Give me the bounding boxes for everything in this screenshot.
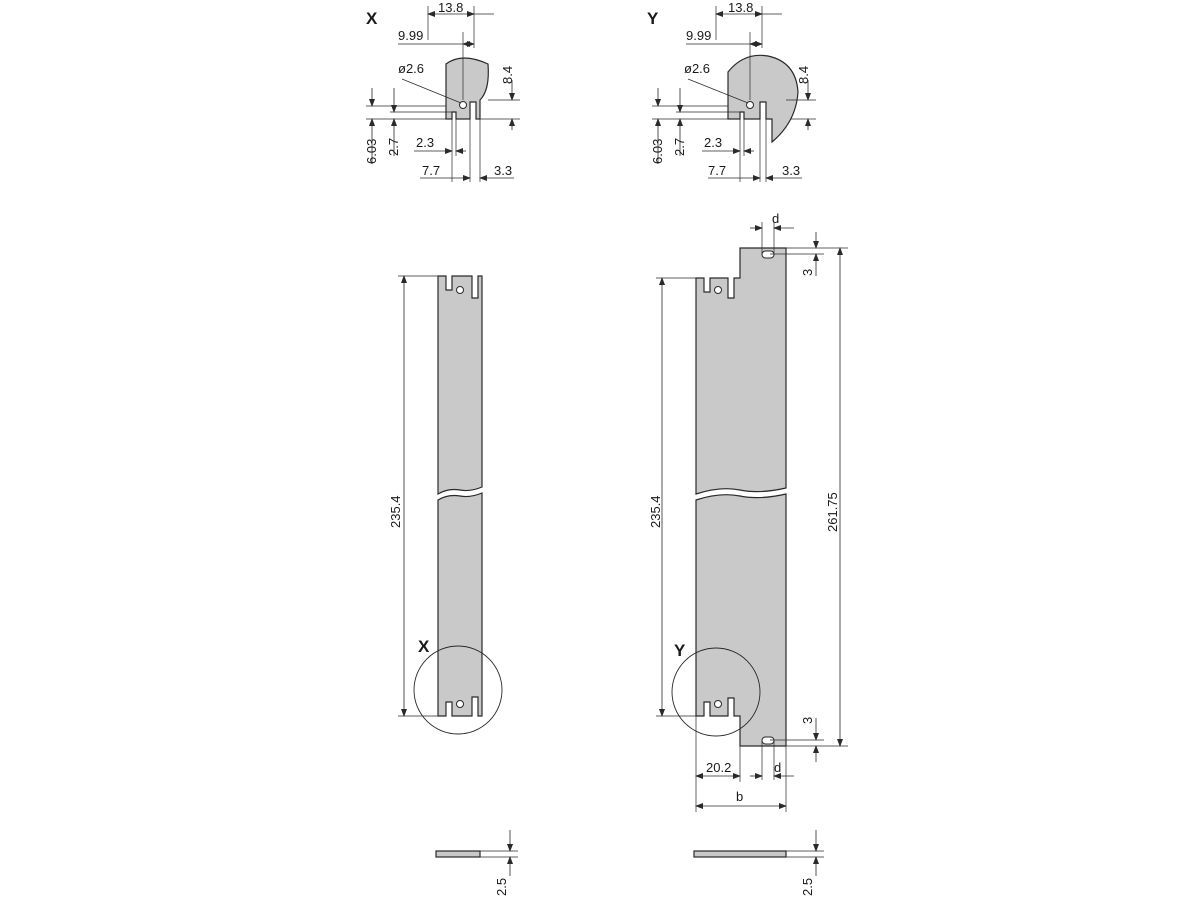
dim-y-width-overall: 13.8: [728, 0, 753, 15]
rail-left-top-hole: [456, 286, 464, 294]
detail-circle-x: [413, 645, 503, 735]
dim-rail-left-thickness: 2.5: [494, 878, 509, 896]
detail-x-hole: [459, 101, 467, 109]
dim-slot-depth-a: 6.03: [364, 139, 379, 164]
detail-circle-y: [671, 647, 761, 737]
rail-left-upper: [437, 275, 483, 496]
dim-width-overall: 13.8: [438, 0, 463, 15]
dim-slot-to-edge: 3.3: [494, 163, 512, 178]
detail-y-profile: [727, 54, 799, 144]
dim-y-slot-to-edge: 3.3: [782, 163, 800, 178]
dim-hole-diameter: ø2.6: [398, 61, 424, 76]
rail-right-top-hole: [714, 286, 722, 294]
detail-x-profile: [445, 57, 489, 120]
dim-rail-left-length: 235.4: [388, 495, 403, 528]
dim-rail-right-inner-length: 235.4: [648, 495, 663, 528]
detail-marker-x: X: [418, 637, 430, 656]
dim-left-width: 20.2: [706, 760, 731, 775]
dim-bottom-tab-offset: 3: [800, 717, 815, 724]
dim-y-offset-hole: 9.99: [686, 28, 711, 43]
dim-total-width: b: [736, 789, 743, 804]
rail-right-upper: [695, 247, 787, 495]
rail-left: 235.4 X 2.5: [388, 275, 518, 896]
dim-y-slot-depth-a: 6.03: [650, 139, 665, 164]
rail-right-bottom-hole: [714, 700, 722, 708]
dim-y-slot-width: 2.3: [704, 135, 722, 150]
dim-offset-hole: 9.99: [398, 28, 423, 43]
rail-left-lower: [437, 492, 483, 717]
dim-slot-depth-b: 2.7: [386, 138, 401, 156]
dim-slot-width: 2.3: [416, 135, 434, 150]
detail-y-hole: [746, 101, 754, 109]
dim-y-edge-to-slot: 7.7: [708, 163, 726, 178]
leader-line: [401, 78, 462, 104]
rail-left-thickness-view: [435, 850, 481, 858]
dim-top-slot-width: d: [772, 211, 779, 226]
detail-y-label: Y: [647, 9, 659, 28]
rail-right-thickness-view: [693, 850, 787, 858]
dim-y-slot-depth-b: 2.7: [672, 138, 687, 156]
dim-rail-right-thickness: 2.5: [800, 878, 815, 896]
dim-y-height-round: 8.4: [796, 66, 811, 84]
dim-y-hole-diameter: ø2.6: [684, 61, 710, 76]
rail-right-lower: [695, 493, 787, 747]
dim-height-round: 8.4: [500, 66, 515, 84]
rail-right: 235.4 261.75 d 3 3 d 20.2 b: [648, 211, 848, 896]
detail-marker-y: Y: [674, 641, 686, 660]
rail-right-bottom-slot: [761, 736, 775, 745]
dim-edge-to-slot: 7.7: [422, 163, 440, 178]
rail-right-top-slot: [761, 250, 775, 259]
dim-rail-right-overall-length: 261.75: [825, 492, 840, 532]
detail-y: Y ø2.6 13.8 9.99 8.4 6.03 2.7: [647, 0, 816, 182]
rail-left-bottom-hole: [456, 700, 464, 708]
detail-x-label: X: [366, 9, 378, 28]
dim-top-tab-offset: 3: [800, 269, 815, 276]
dim-bottom-slot-width: d: [774, 760, 781, 775]
detail-x: X ø2.6 13.8 9.99 8.4 6.03 2.7: [364, 0, 520, 182]
